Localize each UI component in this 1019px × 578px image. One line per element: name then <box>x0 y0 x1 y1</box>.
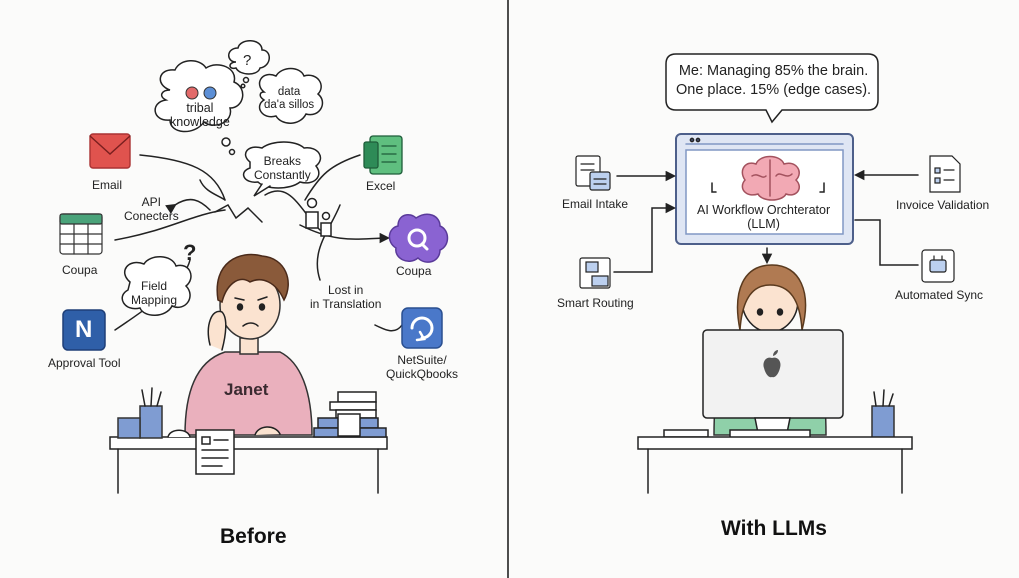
tangle-line <box>304 154 361 201</box>
approval-tool-letter: N <box>75 316 93 343</box>
field-mapping-cloud <box>121 256 192 316</box>
api-connectors-label: API Conecters <box>124 195 179 224</box>
pen-cup <box>139 387 163 439</box>
silos-line-2: da'a sillos <box>264 99 315 112</box>
tangle-line <box>165 198 211 215</box>
before-heading: Before <box>220 525 287 548</box>
people-icon <box>305 197 332 237</box>
automated-sync-connector <box>854 219 919 266</box>
excel-label: Excel <box>366 179 396 193</box>
speech-line-2: One place. 15% (edge cases). <box>676 81 872 98</box>
invoice-validation-label: Invoice Validation <box>896 198 990 212</box>
speech-line-1: Me: Managing 85% the brain. <box>678 63 869 79</box>
question-cloud-text: ? <box>243 52 252 69</box>
mug <box>117 417 141 439</box>
excel-icon <box>363 135 403 175</box>
smart-routing-arrow <box>613 202 677 273</box>
confusion-question-mark: ? <box>183 240 197 265</box>
brain-icon <box>741 155 800 201</box>
email-intake-label: Email Intake <box>562 197 629 211</box>
tangle-line <box>316 204 341 281</box>
janet-name: Janet <box>224 380 269 399</box>
smart-routing-icon <box>579 257 611 289</box>
email-intake-icon <box>575 155 611 191</box>
after-panel <box>575 53 961 494</box>
invoice-validation-icon <box>929 155 961 193</box>
orchestrator-line-2: (LLM) <box>747 217 780 232</box>
netsuite-icon <box>401 307 443 349</box>
tribal-knowledge-text: tribal knowledge <box>170 101 230 130</box>
tangle-line <box>214 204 263 223</box>
field-mapping-text: Field Mapping <box>131 279 178 308</box>
tangle-line <box>199 179 226 201</box>
coupa-spreadsheet-icon <box>59 213 103 255</box>
document-sheet <box>195 429 235 475</box>
tangle-line <box>374 324 403 332</box>
apple-logo <box>763 350 781 378</box>
data-silos-cloud <box>258 67 324 124</box>
approval-tool-icon <box>62 309 106 351</box>
lost-line-1: Lost in <box>328 283 364 297</box>
breaks-line-2: Constantly <box>254 167 311 182</box>
field-line-2: Mapping <box>131 292 178 307</box>
field-line-1: Field <box>141 279 168 293</box>
api-line-2: Conecters <box>124 208 179 223</box>
keyboard <box>663 429 709 438</box>
breaks-line-1: Breaks <box>263 154 302 168</box>
tangle-line <box>139 154 226 201</box>
orchestrator-line-1: AI Workflow Orchterator <box>697 203 831 217</box>
lost-in-translation-label: Lost in in Translation <box>310 283 382 312</box>
coupa-left-label: Coupa <box>62 263 98 277</box>
coupa-right-label: Coupa <box>396 264 432 278</box>
after-desk <box>637 436 913 494</box>
netsuite-label: NetSuite/ QuickQbooks <box>386 353 459 382</box>
before-panel <box>59 40 449 494</box>
netsuite-line-1: NetSuite/ <box>397 353 447 367</box>
janet-figure <box>184 253 313 436</box>
coupa-flower-icon <box>388 213 449 263</box>
orchestrator-label: AI Workflow Orchterator (LLM) <box>697 203 830 232</box>
tribal-line-1: tribal <box>186 101 214 115</box>
paper-stack <box>313 391 387 438</box>
tribal-knowledge-cloud <box>154 60 244 133</box>
speech-bubble <box>665 53 879 124</box>
before-desk <box>109 436 388 494</box>
breaks-constantly-text: Breaks Constantly <box>254 154 311 183</box>
after-heading: With LLMs <box>721 517 827 540</box>
data-silos-text: data da'a sillos <box>264 86 314 112</box>
automated-sync-icon <box>921 249 955 283</box>
pen-cup-right <box>871 389 895 439</box>
approval-tool-label: Approval Tool <box>48 356 121 370</box>
mouse <box>167 429 191 438</box>
email-icon <box>89 133 131 169</box>
smart-routing-label: Smart Routing <box>557 296 634 310</box>
brain-mini-icons <box>185 86 217 100</box>
silos-line-1: data <box>277 86 301 98</box>
netsuite-line-2: QuickQbooks <box>386 366 459 381</box>
question-cloud <box>228 40 270 75</box>
automated-sync-label: Automated Sync <box>895 288 984 302</box>
speech-bubble-text: Me: Managing 85% the brain. One place. 1… <box>676 62 871 100</box>
lost-line-2: in Translation <box>310 296 382 311</box>
tangle-line <box>299 224 391 244</box>
email-label: Email <box>92 178 123 192</box>
api-line-1: API <box>141 195 162 209</box>
breaks-constantly-cloud <box>242 141 322 189</box>
tribal-line-2: knowledge <box>170 115 230 130</box>
